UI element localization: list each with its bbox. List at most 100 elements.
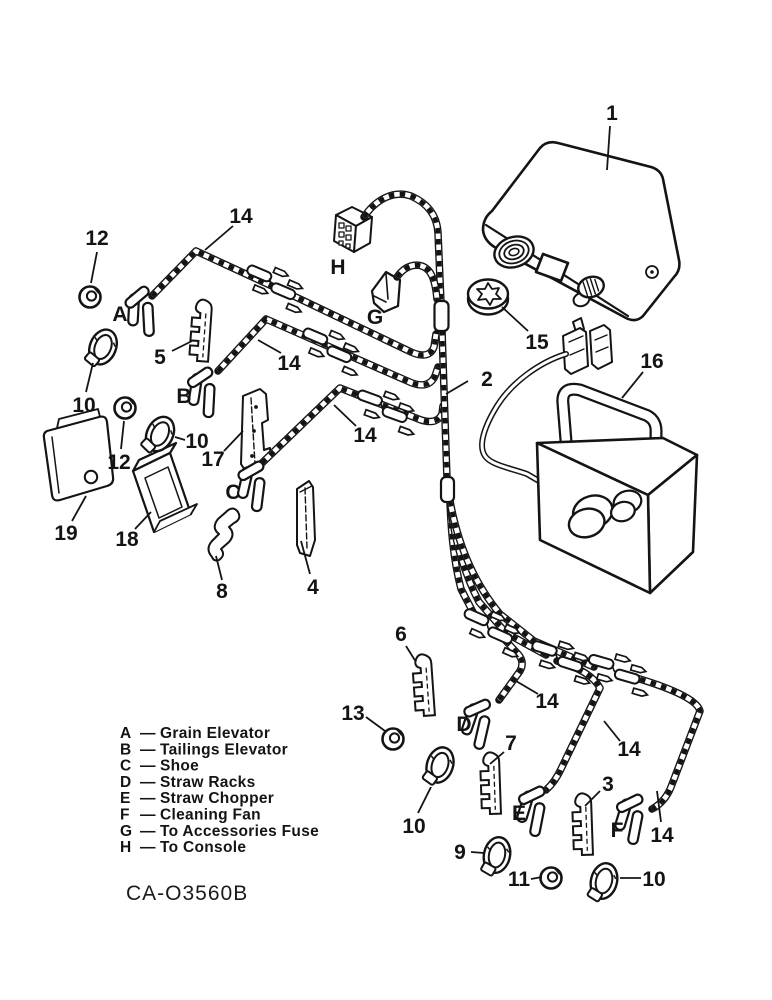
clip-part-8: [207, 507, 241, 562]
callout-leader-line: [85, 362, 94, 393]
legend-row-E: E—Straw Chopper: [120, 790, 274, 807]
harness-layer: [148, 190, 704, 813]
legend-row-F: F—Cleaning Fan: [120, 807, 261, 824]
callout-label-16: 16: [640, 350, 663, 373]
callout-leader-line: [174, 436, 186, 441]
grommet: [381, 727, 405, 751]
callout-label-4: 4: [307, 576, 319, 599]
callout-label-E: E: [512, 802, 526, 825]
console-slot: [534, 252, 570, 283]
callout-label-F: F: [611, 819, 624, 842]
callout-label-C: C: [225, 481, 240, 504]
figure-code: CA-O3560B: [126, 882, 248, 905]
callout-leader-line: [257, 339, 282, 354]
callout-leader-line: [584, 790, 601, 807]
callout-leader-line: [603, 720, 621, 742]
callout-label-G: G: [367, 306, 383, 329]
callout-leader-line: [333, 404, 357, 427]
legend-row-C: C—Shoe: [120, 758, 199, 775]
small-parts-layer: [78, 264, 650, 903]
connector-g: [370, 270, 402, 314]
harness-connector-block: [562, 317, 613, 375]
callout-label-15: 15: [525, 331, 549, 354]
cable-clamp: [586, 862, 619, 903]
callout-label-19: 19: [54, 522, 77, 545]
inline-splice-connector: [463, 608, 521, 658]
legend-row-G: G—To Accessories Fuse: [120, 823, 319, 840]
callout-label-1: 1: [606, 102, 618, 125]
callout-leader-line: [445, 380, 469, 395]
harness-end-connector: [236, 460, 266, 513]
callout-leader-line: [470, 851, 485, 854]
callout-label-13: 13: [341, 702, 364, 725]
knob-part-15: [466, 278, 510, 316]
callout-label-14: 14: [617, 738, 641, 761]
console-knob: [572, 275, 605, 308]
inline-splice-connector: [356, 389, 416, 436]
monitor-wire: [479, 351, 569, 484]
callout-leader-line: [606, 125, 611, 171]
callout-label-14: 14: [535, 690, 559, 713]
cable-clamp: [421, 746, 455, 786]
connector-h: [333, 206, 373, 253]
callout-leader-line: [365, 716, 386, 732]
cable-clamp: [83, 328, 119, 368]
callout-label-12: 12: [107, 451, 130, 474]
harness-end-connector: [614, 793, 644, 846]
legend-row-H: H—To Console: [120, 839, 246, 856]
bracket-part-4: [296, 480, 316, 557]
inline-splice-connector: [302, 327, 361, 377]
console-box-part-1: [481, 140, 681, 322]
console-dial: [493, 235, 535, 269]
harness-end-connector: [460, 698, 492, 750]
callout-leader-line: [71, 495, 87, 522]
callout-leader-line: [171, 340, 193, 352]
cable-clamp: [480, 835, 512, 877]
callout-label-18: 18: [115, 528, 139, 551]
callout-label-14: 14: [353, 424, 377, 447]
plate-part-19: [42, 408, 115, 502]
callout-label-D: D: [456, 713, 471, 736]
callout-leader-line: [215, 555, 223, 581]
harness-end-connector: [516, 785, 546, 838]
callout-leader-line: [417, 786, 432, 814]
callout-leader-line: [405, 645, 417, 663]
inline-splice-connector: [246, 264, 305, 314]
callout-leader-line: [120, 420, 125, 450]
serrated-clip-bracket: [188, 298, 213, 363]
callout-leader-line: [530, 876, 543, 880]
callout-leader-line: [656, 790, 662, 823]
callout-label-17: 17: [201, 448, 224, 471]
callout-label-3: 3: [602, 773, 614, 796]
callout-leader-line: [501, 306, 529, 332]
grommet: [113, 396, 137, 420]
harness-end-connector: [124, 285, 155, 337]
callout-leader-line: [621, 371, 644, 399]
callout-label-10: 10: [402, 815, 425, 838]
callout-label-12: 12: [85, 227, 108, 250]
callout-label-H: H: [330, 256, 345, 279]
callout-leader-line: [134, 511, 152, 530]
monitor-buttons: [567, 489, 643, 539]
callout-leader-line: [90, 251, 98, 284]
callout-leader-line: [204, 225, 234, 251]
grommet: [539, 866, 563, 890]
callout-label-B: B: [176, 385, 191, 408]
channel-part-18: [131, 441, 198, 534]
inline-splice-connector: [587, 653, 650, 697]
callout-label-10: 10: [642, 868, 665, 891]
callout-leader-line: [515, 680, 539, 695]
callout-label-6: 6: [395, 623, 407, 646]
monitor-box-part-16: [535, 382, 699, 595]
callout-label-2: 2: [481, 368, 493, 391]
callout-label-14: 14: [650, 824, 674, 847]
callout-label-8: 8: [216, 580, 228, 603]
callout-label-10: 10: [185, 430, 208, 453]
callout-label-5: 5: [154, 346, 166, 369]
callout-label-11: 11: [508, 868, 531, 891]
legend-row-A: A—Grain Elevator: [120, 725, 270, 742]
callout-label-A: A: [112, 303, 127, 326]
